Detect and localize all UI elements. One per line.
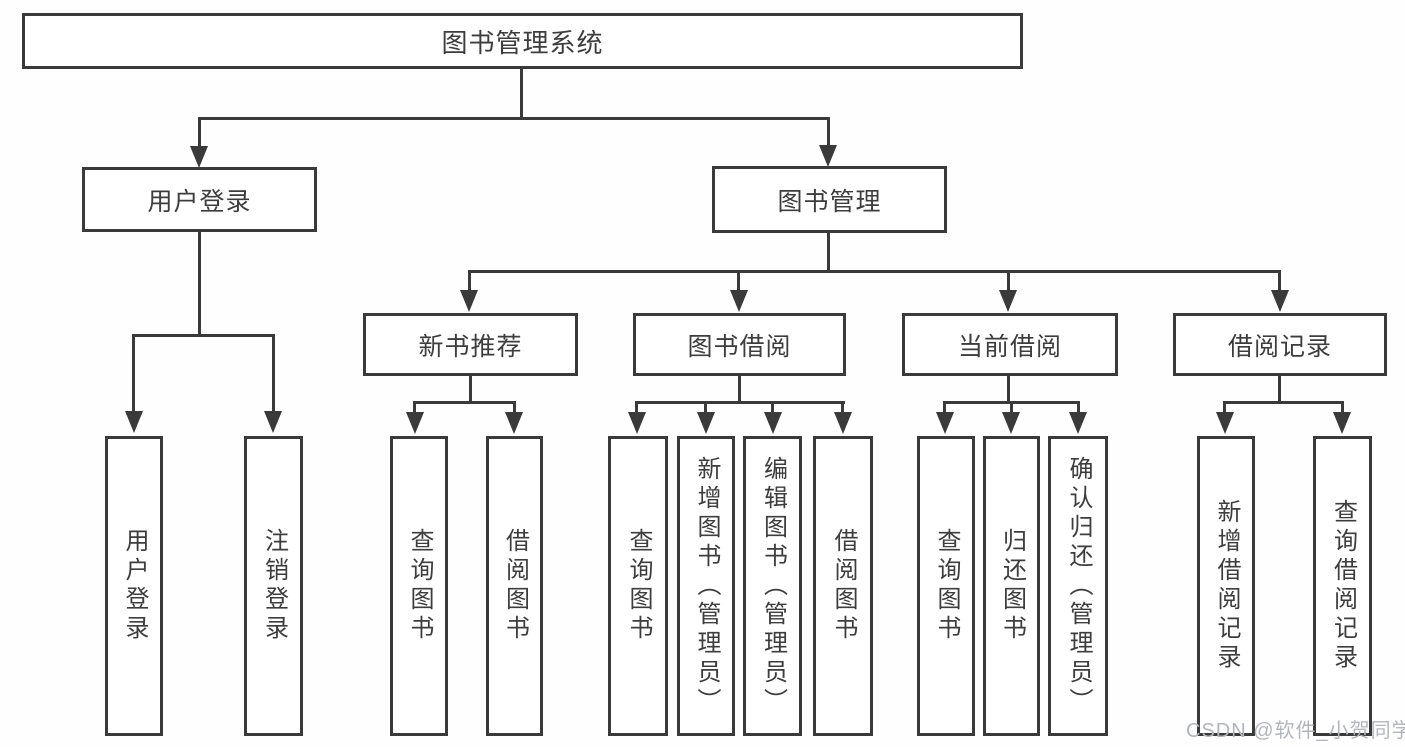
leaf-label: 查询图书 xyxy=(933,528,960,644)
leaf-edit-books-admin: 编辑图书（管理员） xyxy=(743,436,802,736)
arrow-down-icon xyxy=(1333,412,1351,434)
connector-line xyxy=(1223,401,1344,404)
node-label: 图书管理 xyxy=(777,187,882,216)
connector-line xyxy=(827,117,830,148)
connector-line xyxy=(413,401,416,415)
connector-line xyxy=(704,401,707,415)
node-label: 用户登录 xyxy=(147,187,252,216)
arrow-down-icon xyxy=(697,412,715,434)
connector-line xyxy=(513,401,516,415)
node-label: 当前借阅 xyxy=(957,332,1062,361)
node-user-login: 用户登录 xyxy=(82,167,317,232)
leaf-query-borrow-record: 查询借阅记录 xyxy=(1313,436,1372,736)
node-library-management-system: 图书管理系统 xyxy=(22,13,1023,69)
node-label: 图书管理系统 xyxy=(441,27,604,58)
connector-line xyxy=(1007,375,1010,403)
arrow-down-icon xyxy=(1216,412,1234,434)
arrow-down-icon xyxy=(460,290,478,312)
connector-line xyxy=(198,232,201,336)
arrow-down-icon xyxy=(125,411,143,433)
arrow-down-icon xyxy=(999,290,1017,312)
connector-line xyxy=(635,401,638,415)
arrow-down-icon xyxy=(406,412,424,434)
connector-line xyxy=(943,401,946,415)
leaf-label: 确认归还（管理员） xyxy=(1065,455,1092,717)
leaf-borrow-books-1: 借阅图书 xyxy=(486,436,543,736)
leaf-label: 新增借阅记录 xyxy=(1213,499,1240,673)
node-label: 借阅记录 xyxy=(1227,332,1332,361)
leaf-confirm-return-admin: 确认归还（管理员） xyxy=(1048,436,1108,736)
connector-line xyxy=(1278,375,1281,403)
connector-line xyxy=(469,375,472,403)
leaf-return-books: 归还图书 xyxy=(983,436,1040,736)
leaf-borrow-books-2: 借阅图书 xyxy=(813,436,873,736)
connector-line xyxy=(132,334,275,337)
csdn-watermark: CSDN @软件_小贺同学 xyxy=(1186,720,1405,742)
leaf-add-borrow-record: 新增借阅记录 xyxy=(1197,436,1255,736)
leaf-query-books-2: 查询图书 xyxy=(608,436,668,736)
leaf-label: 新增图书（管理员） xyxy=(693,455,720,717)
leaf-label: 查询图书 xyxy=(406,528,433,644)
connector-line xyxy=(1010,401,1013,415)
arrow-down-icon xyxy=(1002,412,1020,434)
leaf-add-books-admin: 新增图书（管理员） xyxy=(677,436,735,736)
connector-line xyxy=(841,401,844,415)
leaf-label: 归还图书 xyxy=(998,528,1026,644)
connector-line xyxy=(1077,401,1080,415)
connector-line xyxy=(468,270,1281,273)
leaf-logout: 注销登录 xyxy=(244,436,303,736)
arrow-down-icon xyxy=(819,145,837,167)
node-label: 新书推荐 xyxy=(418,332,523,361)
connector-line xyxy=(738,375,741,403)
node-label: 图书借阅 xyxy=(687,332,792,361)
leaf-label: 借阅图书 xyxy=(501,528,529,644)
arrow-down-icon xyxy=(730,290,748,312)
arrow-down-icon xyxy=(1271,290,1289,312)
connector-line xyxy=(1341,401,1344,415)
connector-line xyxy=(132,334,135,414)
connector-line xyxy=(827,232,830,272)
node-new-book-recommendation: 新书推荐 xyxy=(363,313,578,376)
arrow-down-icon xyxy=(628,412,646,434)
connector-line xyxy=(520,68,523,119)
leaf-label: 借阅图书 xyxy=(830,528,857,644)
leaf-user-login: 用户登录 xyxy=(105,436,163,736)
arrow-down-icon xyxy=(264,411,282,433)
leaf-label: 编辑图书（管理员） xyxy=(759,455,787,717)
connector-line xyxy=(198,117,201,149)
node-borrowing-records: 借阅记录 xyxy=(1173,313,1387,376)
arrow-down-icon xyxy=(764,412,782,434)
connector-line xyxy=(413,401,516,404)
arrow-down-icon xyxy=(505,412,523,434)
arrow-down-icon xyxy=(936,412,954,434)
leaf-label: 注销登录 xyxy=(260,528,288,644)
connector-line xyxy=(1223,401,1226,415)
arrow-down-icon xyxy=(190,146,208,168)
node-book-management: 图书管理 xyxy=(712,166,947,233)
connector-line xyxy=(468,270,471,294)
leaf-label: 查询借阅记录 xyxy=(1329,499,1357,673)
leaf-label: 用户登录 xyxy=(121,528,148,644)
arrow-down-icon xyxy=(1069,412,1087,434)
connector-line xyxy=(737,270,740,294)
leaf-label: 查询图书 xyxy=(625,528,652,644)
node-current-borrowing: 当前借阅 xyxy=(902,313,1118,376)
leaf-query-books-1: 查询图书 xyxy=(390,436,448,736)
connector-line xyxy=(771,401,774,415)
connector-line xyxy=(1007,270,1010,294)
leaf-query-books-3: 查询图书 xyxy=(917,436,975,736)
connector-line xyxy=(198,117,830,120)
connector-line xyxy=(272,334,275,414)
arrow-down-icon xyxy=(834,412,852,434)
connector-line xyxy=(635,401,845,404)
node-book-borrowing: 图书借阅 xyxy=(633,313,846,376)
connector-line xyxy=(1278,270,1281,294)
